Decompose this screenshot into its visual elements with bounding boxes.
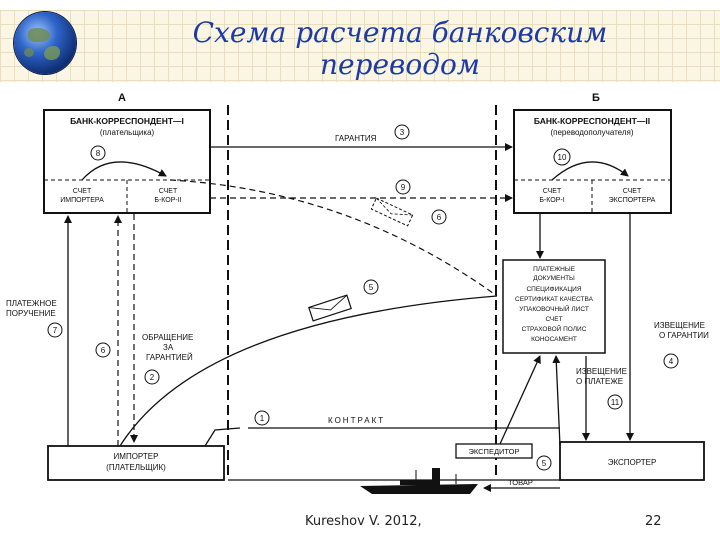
forwarder-documents-arrow [499, 355, 541, 445]
envelope-icon [308, 294, 352, 322]
footer-author: Kureshov V. 2012, [305, 514, 422, 529]
side-a-label: А [118, 92, 126, 104]
step-8-marker: 8 [90, 145, 106, 161]
payment-order-line-1: ПЛАТЕЖНОЕ [6, 299, 57, 308]
step-1-marker: 1 [254, 410, 270, 426]
step-2-marker: 2 [144, 369, 160, 385]
documents-line-5: УПАКОВОЧНЫЙ ЛИСТ [519, 304, 589, 313]
step-6-marker: 6 [431, 209, 447, 225]
ship-icon [360, 468, 478, 494]
step-5b-marker: 5 [536, 455, 552, 471]
bank-correspondent-1: БАНК-КОРРЕСПОНДЕНТ—I (плательщика) СЧЕТ … [43, 109, 211, 214]
bank2-role: (переводополучателя) [550, 128, 633, 137]
svg-text:3: 3 [400, 128, 405, 137]
bank1-account1-line2: ИМПОРТЕРА [60, 197, 104, 204]
side-b-label: Б [592, 92, 600, 104]
claim-line-2: ЗА [163, 343, 174, 352]
contract-label: КОНТРАКТ [328, 416, 385, 425]
documents-line-2: ДОКУМЕНТЫ [533, 275, 575, 282]
svg-text:6: 6 [101, 346, 106, 355]
goods-label: ТОВАР [508, 478, 533, 487]
bank2-account2-line1: СЧЕТ [623, 188, 642, 195]
svg-text:9: 9 [401, 183, 406, 192]
bank1-role: (плательщика) [100, 128, 155, 137]
bank1-name: БАНК-КОРРЕСПОНДЕНТ—I [70, 116, 184, 126]
step-4-marker: 4 [663, 353, 679, 369]
step-7-marker: 7 [47, 322, 63, 338]
svg-text:5: 5 [542, 459, 547, 468]
documents-line-8: КОНОСАМЕНТ [531, 336, 577, 343]
step-3-marker: 3 [394, 124, 410, 140]
documents-forward-arc [169, 179, 498, 297]
bank2-account2-line2: ЭКСПОРТЕРА [609, 197, 656, 204]
payment-order-line-2: ПОРУЧЕНИЕ [6, 309, 56, 318]
documents-line-4: СЕРТИФИКАТ КАЧЕСТВА [515, 296, 594, 303]
svg-text:8: 8 [96, 149, 101, 158]
payment-notice-line-1: ИЗВЕЩЕНИЕ [576, 367, 627, 376]
bank-correspondent-2: БАНК-КОРРЕСПОНДЕНТ—II (переводополучател… [513, 109, 672, 214]
title-background [0, 10, 720, 82]
step-9-marker: 9 [395, 179, 411, 195]
claim-line-3: ГАРАНТИЕЙ [146, 353, 193, 362]
documents-line-7: СТРАХОВОЙ ПОЛИС [522, 324, 587, 333]
step-10-marker: 10 [553, 148, 571, 166]
svg-text:1: 1 [260, 414, 265, 423]
documents-line-6: СЧЕТ [545, 316, 562, 323]
svg-text:6: 6 [437, 213, 442, 222]
documents-line-1: ПЛАТЕЖНЫЕ [533, 266, 576, 273]
bank1-account1-line1: СЧЕТ [73, 188, 92, 195]
guarantee-notice-line-2: О ГАРАНТИИ [659, 331, 709, 340]
documents-line-3: СПЕЦИФИКАЦИЯ [526, 286, 581, 293]
exporter-label: ЭКСПОРТЕР [608, 458, 657, 467]
guarantee-label: ГАРАНТИЯ [335, 134, 377, 143]
svg-text:2: 2 [150, 373, 155, 382]
svg-text:10: 10 [558, 153, 567, 162]
svg-text:11: 11 [611, 398, 620, 407]
payment-notice-line-2: О ПЛАТЕЖЕ [576, 377, 623, 386]
documents-payment-arc [119, 295, 498, 447]
exporter-box: ЭКСПОРТЕР [559, 441, 705, 481]
bank2-transfer-arc [551, 161, 629, 181]
payment-documents-box: ПЛАТЕЖНЫЕ ДОКУМЕНТЫ СПЕЦИФИКАЦИЯ СЕРТИФИ… [502, 259, 606, 354]
envelope-icon-dashed [370, 197, 414, 227]
step-5-marker: 5 [363, 279, 379, 295]
step-11-marker: 11 [607, 394, 623, 410]
bank2-name: БАНК-КОРРЕСПОНДЕНТ—II [534, 116, 650, 126]
svg-text:7: 7 [53, 326, 58, 335]
svg-text:5: 5 [369, 283, 374, 292]
page-number: 22 [645, 514, 662, 529]
forwarder-label: ЭКСПЕДИТОР [468, 447, 519, 456]
bank2-account1-line2: Б-КОР-I [539, 197, 564, 204]
bank1-account2-line1: СЧЕТ [159, 188, 178, 195]
slide-title-line-2: переводом [319, 48, 481, 81]
globe-icon [14, 12, 76, 74]
step-6b-marker: 6 [95, 342, 111, 358]
forwarder-box: ЭКСПЕДИТОР [455, 443, 533, 459]
svg-text:4: 4 [669, 357, 674, 366]
exporter-documents-arrow [552, 355, 561, 447]
importer-line-2: (ПЛАТЕЛЬЩИК) [106, 463, 166, 472]
importer-line-1: ИМПОРТЕР [114, 452, 159, 461]
guarantee-notice-line-1: ИЗВЕЩЕНИЕ [654, 321, 705, 330]
slide-title-line-1: Схема расчета банковским [192, 16, 608, 49]
step-markers: 1 2 3 4 5 5 6 6 7 8 9 10 11 [47, 124, 679, 471]
claim-line-1: ОБРАЩЕНИЕ [142, 333, 193, 342]
importer-box: ИМПОРТЕР (ПЛАТЕЛЬЩИК) [47, 445, 225, 481]
bank1-account2-line2: Б-КОР-II [154, 197, 181, 204]
bank2-account1-line1: СЧЕТ [543, 188, 562, 195]
bank1-transfer-arc [81, 161, 167, 181]
